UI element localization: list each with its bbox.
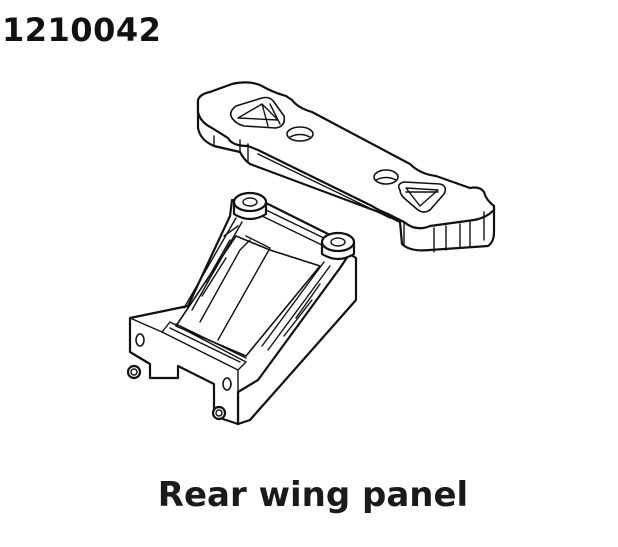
wing-mount-bracket <box>126 191 358 426</box>
pin-right <box>211 405 227 421</box>
wing-plate <box>196 81 496 253</box>
bolt-boss-right <box>320 231 356 261</box>
pin-left <box>126 364 142 380</box>
part-number: 1210042 <box>2 11 162 49</box>
bolt-boss-left <box>232 191 268 221</box>
part-caption: Rear wing panel <box>157 475 469 515</box>
